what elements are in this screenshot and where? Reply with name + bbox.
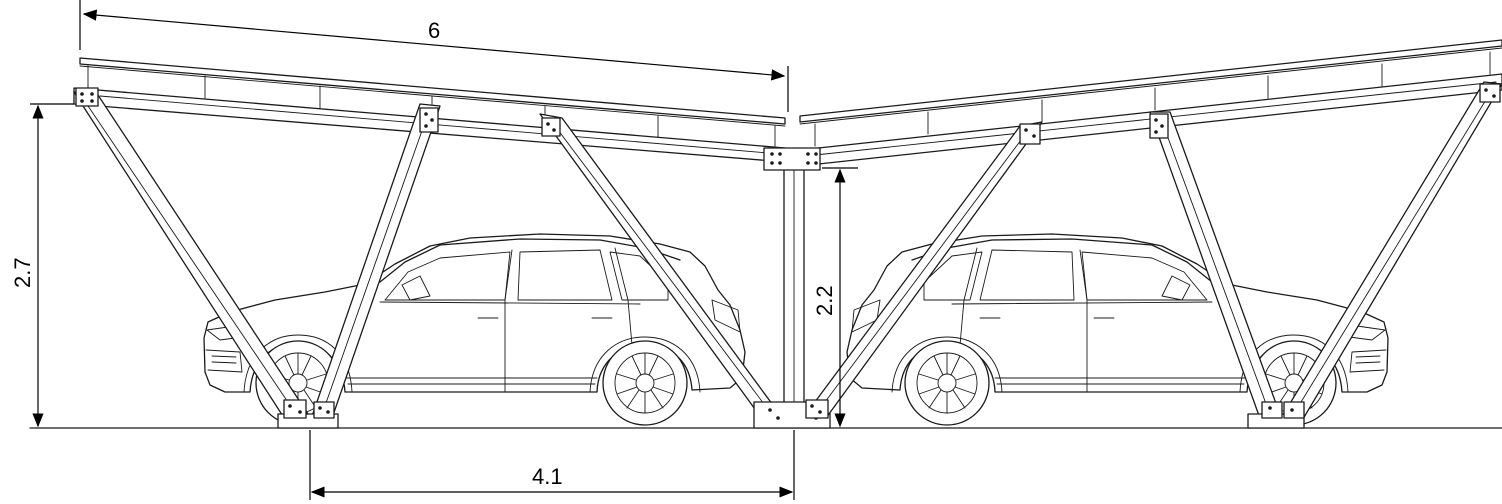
dimension-overall-height-label: 2.7 (10, 257, 35, 288)
central-column (753, 147, 831, 429)
left-structure (73, 87, 779, 429)
right-canopy (799, 39, 1502, 167)
dimension-overall-height: 2.7 (10, 103, 74, 428)
dimension-canopy-length: 6 (79, 0, 789, 112)
dimension-clearance-height-label: 2.2 (812, 285, 837, 316)
right-structure (805, 81, 1502, 429)
dimension-column-spacing: 4.1 (309, 430, 795, 500)
dimension-column-spacing-label: 4.1 (532, 464, 563, 489)
dimension-clearance-height: 2.2 (812, 167, 858, 428)
dimension-canopy-length-label: 6 (428, 18, 440, 43)
